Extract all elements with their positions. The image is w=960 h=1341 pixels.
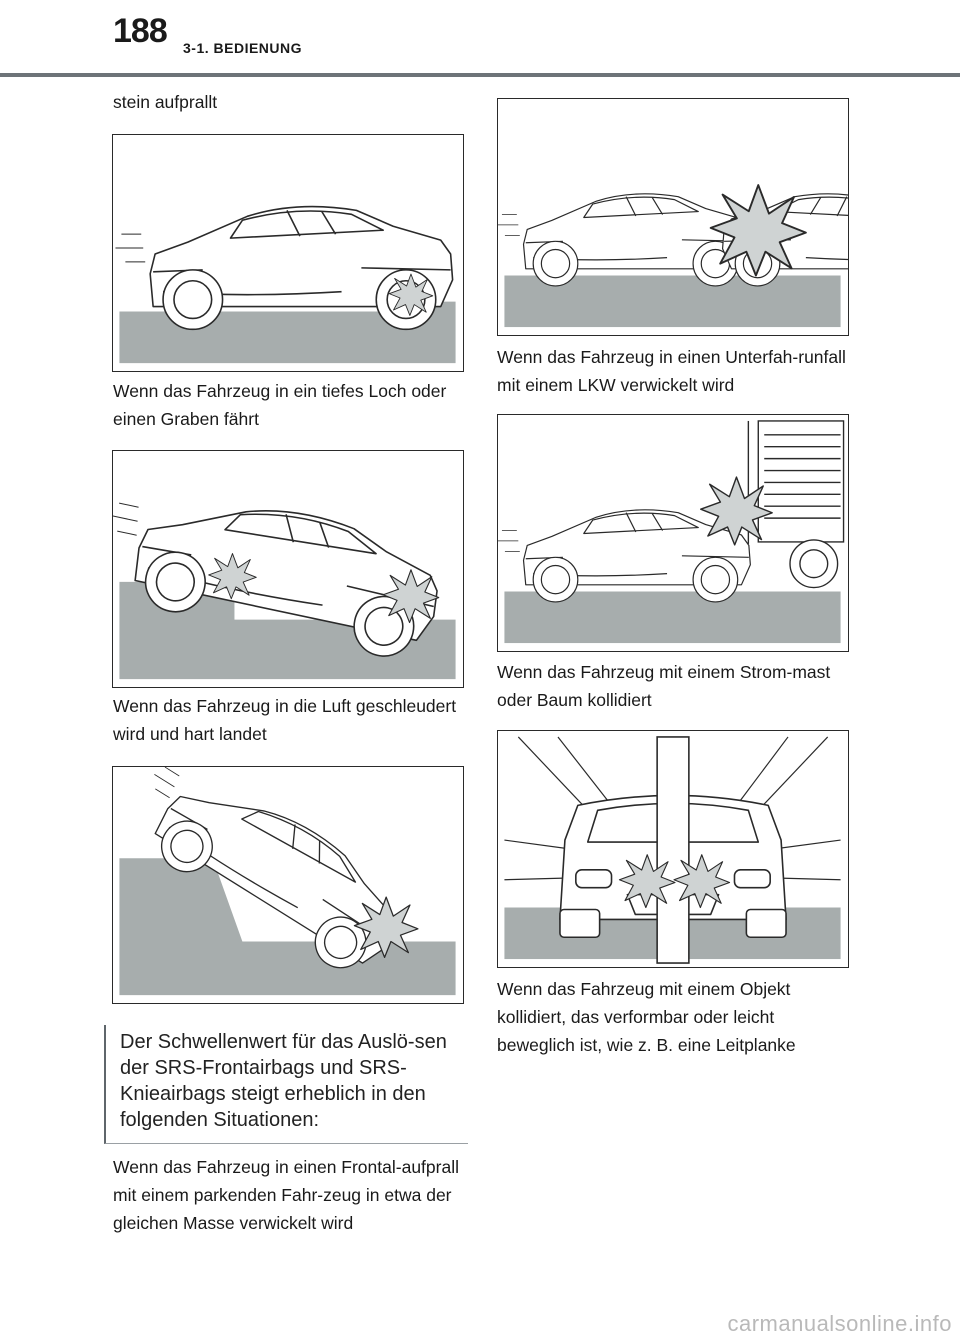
caption-underride: Wenn das Fahrzeug in einen Unterfah-runf…: [497, 347, 846, 395]
ditch-illustration: [112, 450, 464, 688]
car-hard-landing-icon: [117, 767, 456, 996]
car-underride-icon: [498, 420, 845, 644]
section-title: 3-1. BEDIENUNG: [183, 40, 303, 56]
truck-underride-illustration: [497, 414, 849, 652]
page-header: 188 3-1. BEDIENUNG: [0, 0, 960, 80]
car-rear-collision-icon: [498, 184, 848, 328]
car-ditch-fall-icon: [113, 474, 456, 680]
note-box: Der Schwellenwert für das Auslö-sen der …: [104, 1025, 468, 1144]
header-rule: [0, 73, 960, 77]
caption-hard-landing: Wenn das Fahrzeug in die Luft geschleude…: [113, 696, 457, 744]
page-number: 188: [113, 12, 168, 50]
intro-text: stein aufprallt: [113, 92, 218, 112]
jump-landing-illustration: [112, 766, 464, 1004]
caption-parked-car: Wenn das Fahrzeug in einen Frontal-aufpr…: [113, 1157, 459, 1233]
caption-guardrail: Wenn das Fahrzeug mit einem Objekt kolli…: [497, 979, 796, 1055]
caption-pole: Wenn das Fahrzeug mit einem Strom-mast o…: [497, 662, 831, 710]
watermark: carmanualsonline.info: [727, 1311, 952, 1336]
car-pole-impact-icon: [504, 736, 841, 964]
curb-impact-illustration: [112, 134, 464, 372]
caption-ditch: Wenn das Fahrzeug in ein tiefes Loch ode…: [113, 381, 447, 429]
parked-car-collision-illustration: [497, 98, 849, 336]
car-curb-impact-icon: [114, 205, 456, 364]
pole-collision-illustration: [497, 730, 849, 968]
note-text: Der Schwellenwert für das Auslö-sen der …: [120, 1031, 447, 1131]
